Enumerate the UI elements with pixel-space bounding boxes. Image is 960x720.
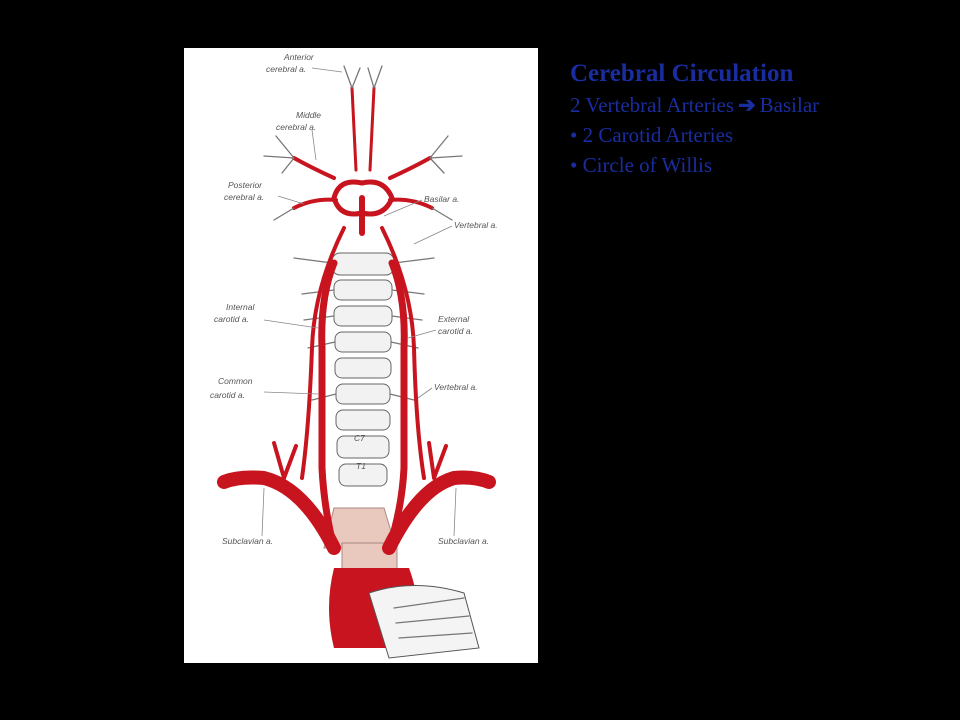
label-common-carotid-1: Common: [218, 376, 253, 386]
vertebral-arteries-text: 2 Vertebral Arteries: [570, 93, 735, 117]
label-external-carotid-1: External: [438, 314, 470, 324]
cerebral-twigs: [263, 65, 463, 221]
aortic-arch: [323, 507, 480, 659]
label-subclavian-right: Subclavian a.: [438, 536, 489, 546]
arteries: [217, 86, 496, 555]
label-middle-cerebral-2: cerebral a.: [276, 122, 316, 132]
basilar-text: Basilar: [759, 93, 820, 117]
bullet-circle-of-willis: • Circle of Willis: [570, 153, 713, 177]
slide-text: Cerebral Circulation 2 Vertebral Arterie…: [570, 58, 950, 180]
label-vertebral-mid: Vertebral a.: [434, 382, 478, 392]
label-middle-cerebral-1: Middle: [296, 110, 321, 120]
bullet-carotid-arteries: • 2 Carotid Arteries: [570, 123, 734, 147]
vertebral-column: C7 T1: [293, 252, 435, 487]
slide-title: Cerebral Circulation: [570, 60, 794, 87]
label-anterior-cerebral-1: Anterior: [283, 52, 315, 62]
diagram-labels: Anterior cerebral a. Middle cerebral a. …: [210, 52, 498, 546]
vertebral-basilar-line: 2 Vertebral Arteries➔Basilar: [570, 90, 950, 120]
label-internal-carotid-2: carotid a.: [214, 314, 249, 324]
label-subclavian-left: Subclavian a.: [222, 536, 273, 546]
artery-diagram-figure: C7 T1: [184, 48, 538, 663]
cerebral-arteries-illustration: C7 T1: [210, 52, 498, 659]
arrow-right-icon: ➔: [738, 93, 756, 117]
label-common-carotid-2: carotid a.: [210, 390, 245, 400]
label-posterior-cerebral-2: cerebral a.: [224, 192, 264, 202]
label-vertebral-top: Vertebral a.: [454, 220, 498, 230]
vertebra-label-c7: C7: [354, 433, 365, 443]
label-external-carotid-2: carotid a.: [438, 326, 473, 336]
label-internal-carotid-1: Internal: [226, 302, 255, 312]
label-posterior-cerebral-1: Posterior: [228, 180, 263, 190]
vertebra-label-t1: T1: [356, 461, 366, 471]
label-basilar: Basilar a.: [424, 194, 459, 204]
label-anterior-cerebral-2: cerebral a.: [266, 64, 306, 74]
